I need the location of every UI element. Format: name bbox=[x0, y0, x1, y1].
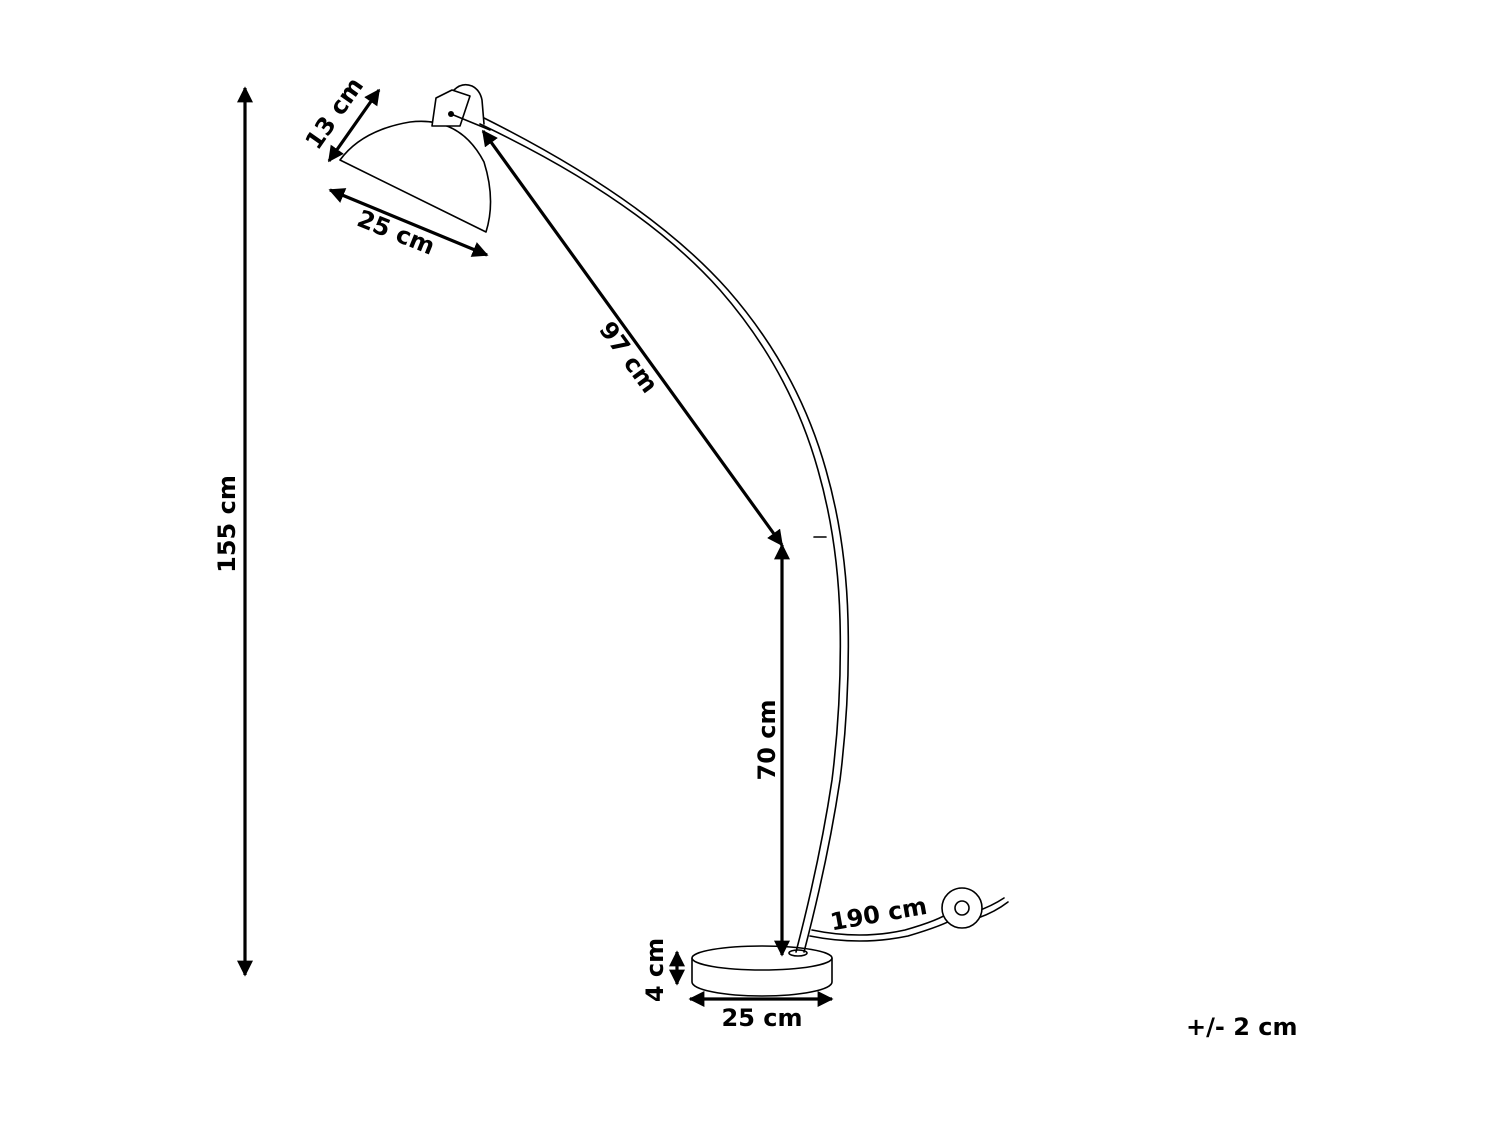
dimension-labels: 155 cm 13 cm 25 cm 97 cm 70 cm 190 cm 4 … bbox=[213, 72, 929, 1032]
floor-lamp-drawing bbox=[339, 83, 1009, 997]
shade-diameter-arrow bbox=[328, 188, 489, 257]
cable-length-label: 190 cm bbox=[828, 892, 929, 937]
dimension-arrows bbox=[237, 86, 834, 1007]
arm-length-arrow bbox=[481, 129, 784, 547]
lamp-base bbox=[691, 945, 833, 997]
shade-depth-arrow bbox=[327, 88, 381, 163]
base-to-arm-height-label: 70 cm bbox=[753, 700, 781, 781]
total-height-label: 155 cm bbox=[213, 475, 241, 573]
tolerance-note: +/- 2 cm bbox=[1186, 1013, 1298, 1041]
foot-switch bbox=[941, 887, 983, 929]
arm-length-label: 97 cm bbox=[593, 316, 663, 398]
lamp-arc-stem bbox=[479, 117, 850, 953]
base-diameter-label: 25 cm bbox=[722, 1004, 803, 1032]
base-height-label: 4 cm bbox=[641, 938, 669, 1002]
shade-diameter-label: 25 cm bbox=[353, 204, 439, 260]
